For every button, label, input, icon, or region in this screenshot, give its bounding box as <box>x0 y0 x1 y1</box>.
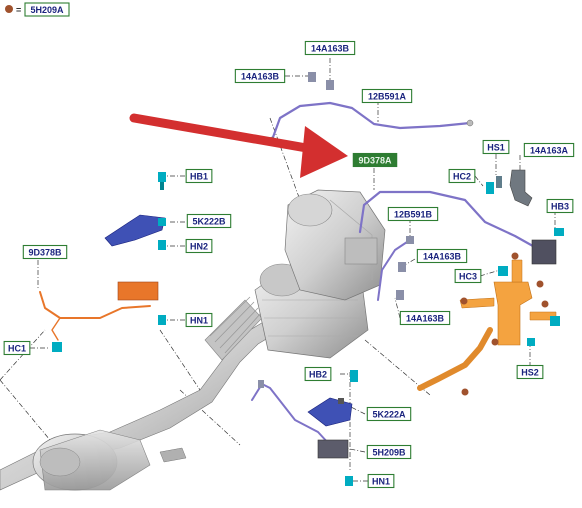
part-label-hn1-left: HN1 <box>185 312 213 328</box>
heat-shield-bracket-b <box>104 214 166 247</box>
part-label-9d378b: 9D378B <box>22 244 68 260</box>
part-label-text: 12B591B <box>394 209 433 219</box>
grey-bracket <box>509 169 533 207</box>
part-label-box <box>22 244 68 260</box>
part-label-box <box>185 168 213 184</box>
components <box>52 72 564 486</box>
part-labels: 14A163B 14A163B 12B591A 9D378A HS1 14A163A HC2… <box>3 40 575 489</box>
part-label-box <box>454 268 482 284</box>
part-label-box <box>546 198 574 214</box>
part-label-text: HS1 <box>487 142 505 152</box>
brown-dot-markers <box>460 252 549 396</box>
part-label-text: HN1 <box>190 315 208 325</box>
part-label-text: 5K222A <box>372 409 406 419</box>
part-label-box <box>186 213 232 229</box>
part-label-box <box>304 366 332 382</box>
part-label-text: HB3 <box>551 201 569 211</box>
part-label-box <box>367 473 395 489</box>
part-label-hs1: HS1 <box>482 139 510 155</box>
red-callout-arrow <box>129 113 348 178</box>
legend-code-label: 5H209A <box>24 2 70 17</box>
part-label-box <box>352 152 398 168</box>
part-label-9d378a: 9D378A <box>352 152 398 168</box>
part-label-text: 9D378A <box>358 155 392 165</box>
part-label-14a163a: 14A163A <box>523 142 575 158</box>
part-label-text: HN2 <box>190 241 208 251</box>
sensor-module-right <box>531 239 557 265</box>
sensor-module-b <box>317 439 349 459</box>
part-label-12b591a: 12B591A <box>361 88 413 104</box>
part-label-text: HC2 <box>453 171 471 181</box>
part-label-text: HB2 <box>309 369 327 379</box>
part-label-box <box>366 406 412 422</box>
part-label-box <box>516 364 544 380</box>
part-label-box <box>304 40 356 56</box>
heat-shield-bracket-a <box>307 397 353 427</box>
part-label-hc2: HC2 <box>448 168 476 184</box>
part-label-box <box>361 88 413 104</box>
part-label-5k222b: 5K222B <box>186 213 232 229</box>
part-label-5k222a: 5K222A <box>366 406 412 422</box>
part-label-text: 14A163B <box>311 43 350 53</box>
legend-code: 5H209A <box>30 5 64 15</box>
part-label-box <box>185 312 213 328</box>
part-label-text: 14A163B <box>241 71 280 81</box>
part-label-box <box>416 248 468 264</box>
part-label-text: 9D378B <box>28 247 62 257</box>
exhaust-assembly <box>0 189 386 491</box>
part-label-hn2: HN2 <box>185 238 213 254</box>
part-label-text: 14A163B <box>406 313 445 323</box>
part-label-text: HC3 <box>459 271 477 281</box>
part-label-hb3: HB3 <box>546 198 574 214</box>
connector-clips <box>52 72 564 486</box>
part-label-text: 5H209B <box>372 447 406 457</box>
part-label-hb1: HB1 <box>185 168 213 184</box>
part-label-box <box>523 142 575 158</box>
orange-module <box>117 281 159 301</box>
part-label-14a163b-mid: 14A163B <box>416 248 468 264</box>
legend-equals: = <box>16 5 21 15</box>
part-label-hc1: HC1 <box>3 340 31 356</box>
part-label-text: HN1 <box>372 476 390 486</box>
part-label-hc3: HC3 <box>454 268 482 284</box>
part-label-text: HC1 <box>8 343 26 353</box>
part-label-text: 14A163B <box>423 251 462 261</box>
legend-dot <box>5 5 13 13</box>
part-label-box <box>448 168 476 184</box>
part-label-box <box>399 310 451 326</box>
part-label-box <box>3 340 31 356</box>
part-label-box <box>366 444 412 460</box>
part-label-hs2: HS2 <box>516 364 544 380</box>
part-label-text: HS2 <box>521 367 539 377</box>
part-label-14a163b-low: 14A163B <box>399 310 451 326</box>
part-label-14a163b-top: 14A163B <box>304 40 356 56</box>
part-label-box <box>185 238 213 254</box>
part-label-5h209b: 5H209B <box>366 444 412 460</box>
part-label-text: 5K222B <box>192 216 226 226</box>
part-label-box <box>387 206 439 222</box>
upper-catalytic-converter <box>284 189 386 301</box>
part-label-text: 14A163A <box>530 145 569 155</box>
part-label-12b591b: 12B591B <box>387 206 439 222</box>
part-label-text: 12B591A <box>368 91 407 101</box>
part-label-14a163b-left: 14A163B <box>234 68 286 84</box>
part-label-box <box>234 68 286 84</box>
part-label-hb2: HB2 <box>304 366 332 382</box>
part-label-text: HB1 <box>190 171 208 181</box>
part-label-box <box>482 139 510 155</box>
part-label-hn1-bottom: HN1 <box>367 473 395 489</box>
muffler <box>32 429 151 491</box>
orange-bracket-cluster <box>459 259 557 346</box>
legend: = 5H209A <box>5 2 70 17</box>
